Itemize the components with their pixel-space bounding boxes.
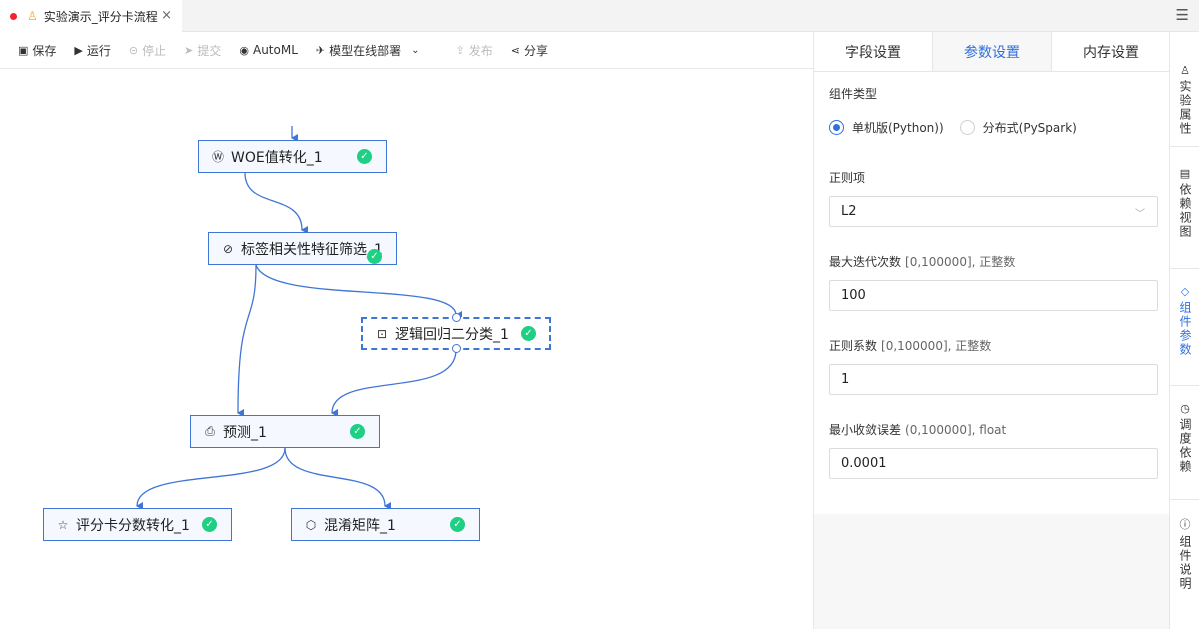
stop-button[interactable]: ⊝ 停止 bbox=[128, 43, 167, 58]
radio-python[interactable]: 单机版(Python)) bbox=[829, 119, 944, 136]
share-button[interactable]: ⋖ 分享 bbox=[510, 43, 548, 58]
node-confusion-matrix[interactable]: ⬡ 混淆矩阵_1 ✓ bbox=[291, 508, 480, 541]
flask-icon: ♙ bbox=[27, 9, 38, 23]
unsaved-dot bbox=[10, 12, 17, 20]
parameter-panel: 字段设置 参数设置 内存设置 组件类型 单机版(Python)) 分布式(PyS… bbox=[813, 32, 1170, 629]
node-label: WOE值转化_1 bbox=[231, 149, 323, 166]
workflow-canvas[interactable]: Ⓦ WOE值转化_1 ✓ ⊘ 标签相关性特征筛选_1 ✓ ⊡ 逻辑回归二分类_1… bbox=[0, 70, 813, 629]
tab-field-settings[interactable]: 字段设置 bbox=[814, 32, 933, 71]
tab-title: 实验演示_评分卡流程 bbox=[43, 9, 158, 24]
success-check-icon: ✓ bbox=[521, 326, 536, 341]
save-icon: ▣ bbox=[18, 43, 29, 57]
input-port[interactable] bbox=[452, 313, 461, 322]
edges-layer bbox=[136, 126, 463, 511]
right-sidebar: ♙ 实验属性 ▤ 依赖视图 ◇ 组件参数 ◷ 调度依赖 ⓘ 组件说明 bbox=[1169, 32, 1199, 629]
submit-button[interactable]: ➤ 提交 bbox=[184, 43, 222, 58]
play-icon: ▶ bbox=[74, 43, 83, 57]
node-score-transform[interactable]: ☆ 评分卡分数转化_1 ✓ bbox=[43, 508, 232, 541]
close-icon[interactable]: × bbox=[161, 8, 172, 23]
woe-icon: Ⓦ bbox=[211, 150, 224, 164]
edge-predict-confusion bbox=[284, 447, 392, 510]
share-icon: ⋖ bbox=[510, 43, 520, 57]
clock-icon: ◷ bbox=[1180, 402, 1190, 415]
sidebar-item-dependency-view[interactable]: ▤ 依赖视图 bbox=[1170, 147, 1199, 269]
tolerance-label: 最小收敛误差(0,100000], float bbox=[829, 423, 1007, 437]
star-icon: ☆ bbox=[57, 517, 69, 532]
reg-coef-label: 正则系数[0,100000], 正整数 bbox=[829, 339, 992, 353]
send-icon: ➤ bbox=[184, 43, 194, 57]
tolerance-input[interactable]: 0.0001 bbox=[829, 448, 1158, 479]
automl-icon: ◉ bbox=[239, 43, 249, 57]
node-woe[interactable]: Ⓦ WOE值转化_1 ✓ bbox=[198, 140, 387, 173]
sidebar-item-experiment-props[interactable]: ♙ 实验属性 bbox=[1170, 32, 1199, 147]
rocket-icon: ✈ bbox=[315, 43, 326, 57]
success-check-icon: ✓ bbox=[202, 517, 217, 532]
edge-lr-predict bbox=[331, 349, 457, 418]
save-button[interactable]: ▣ 保存 bbox=[18, 43, 57, 58]
tab-memory-settings[interactable]: 内存设置 bbox=[1083, 44, 1139, 61]
tab-experiment[interactable]: ♙ 实验演示_评分卡流程 × bbox=[0, 0, 182, 32]
reg-coef-input[interactable]: 1 bbox=[829, 364, 1158, 395]
radio-checked[interactable] bbox=[829, 120, 844, 135]
upload-icon: ⇪ bbox=[455, 43, 465, 57]
automl-button[interactable]: ◉ AutoML bbox=[239, 43, 298, 57]
node-label: 标签相关性特征筛选_1 bbox=[241, 241, 383, 258]
cube-icon: ⬡ bbox=[305, 517, 317, 532]
success-check-icon: ✓ bbox=[450, 517, 465, 532]
sidebar-item-component-desc[interactable]: ⓘ 组件说明 bbox=[1178, 518, 1192, 591]
deploy-dropdown[interactable]: ✈ 模型在线部署 ⌄ bbox=[315, 43, 420, 58]
output-port[interactable] bbox=[452, 344, 461, 353]
max-iter-input[interactable]: 100 bbox=[829, 280, 1158, 311]
stop-icon: ⊝ bbox=[128, 43, 139, 57]
chevron-down-icon: ﹀ bbox=[1135, 209, 1145, 220]
tab-param-settings[interactable]: 参数设置 bbox=[933, 32, 1052, 71]
radio-pyspark[interactable]: 分布式(PySpark) bbox=[959, 119, 1077, 136]
publish-button[interactable]: ⇪ 发布 bbox=[455, 43, 493, 58]
node-label: 混淆矩阵_1 bbox=[324, 517, 396, 534]
toolbar: ▣ 保存 ▶ 运行 ⊝ 停止 ➤ 提交 ◉ AutoML ✈ 模型在线部署 ⌄ … bbox=[0, 32, 813, 69]
sidebar-item-component-params[interactable]: ◇ 组件参数 bbox=[1170, 269, 1199, 386]
node-predict[interactable]: ⎙ 预测_1 ✓ bbox=[190, 415, 380, 448]
document-icon: ⎙ bbox=[205, 424, 215, 438]
edge-tagsel-lr bbox=[255, 264, 463, 319]
regularization-select[interactable]: L2 ﹀ bbox=[829, 196, 1158, 227]
edge-predict-score bbox=[136, 447, 286, 511]
success-check-icon: ✓ bbox=[357, 149, 372, 164]
component-type-label: 组件类型 bbox=[829, 87, 878, 101]
max-iter-label: 最大迭代次数[0,100000], 正整数 bbox=[829, 255, 1016, 269]
tab-bar: ♙ 实验演示_评分卡流程 × ☰ bbox=[0, 0, 1199, 32]
success-check-icon: ✓ bbox=[350, 424, 365, 439]
success-check-icon: ✓ bbox=[367, 249, 382, 264]
robot-icon: ⊡ bbox=[376, 326, 388, 341]
info-icon: ⓘ bbox=[1179, 518, 1191, 531]
run-button[interactable]: ▶ 运行 bbox=[74, 43, 111, 58]
regularization-label: 正则项 bbox=[829, 171, 866, 185]
node-logistic-regression[interactable]: ⊡ 逻辑回归二分类_1 ✓ bbox=[361, 313, 551, 353]
panel-body: 组件类型 单机版(Python)) 分布式(PySpark) 正则项 L2 ﹀ … bbox=[814, 72, 1170, 514]
node-label: 逻辑回归二分类_1 bbox=[395, 326, 509, 343]
chevron-down-icon: ⌄ bbox=[411, 44, 420, 56]
view-icon: ▤ bbox=[1179, 167, 1191, 180]
tag-icon: ⊘ bbox=[222, 241, 234, 256]
node-label: 评分卡分数转化_1 bbox=[76, 517, 190, 534]
menu-icon[interactable]: ☰ bbox=[1175, 6, 1189, 24]
sidebar-item-schedule-deps[interactable]: ◷ 调度依赖 bbox=[1170, 386, 1199, 500]
node-label: 预测_1 bbox=[223, 424, 267, 441]
node-tag-selection[interactable]: ⊘ 标签相关性特征筛选_1 ✓ bbox=[208, 232, 397, 265]
flask-icon: ♙ bbox=[1180, 64, 1190, 77]
panel-tabs: 字段设置 参数设置 内存设置 bbox=[814, 32, 1170, 72]
component-type-radio-group: 单机版(Python)) 分布式(PySpark) bbox=[829, 119, 1093, 136]
radio-unchecked[interactable] bbox=[959, 120, 975, 135]
tag-icon: ◇ bbox=[1180, 285, 1190, 298]
edge-tagsel-predict bbox=[237, 264, 257, 418]
edge-woe-tagsel bbox=[244, 172, 309, 234]
